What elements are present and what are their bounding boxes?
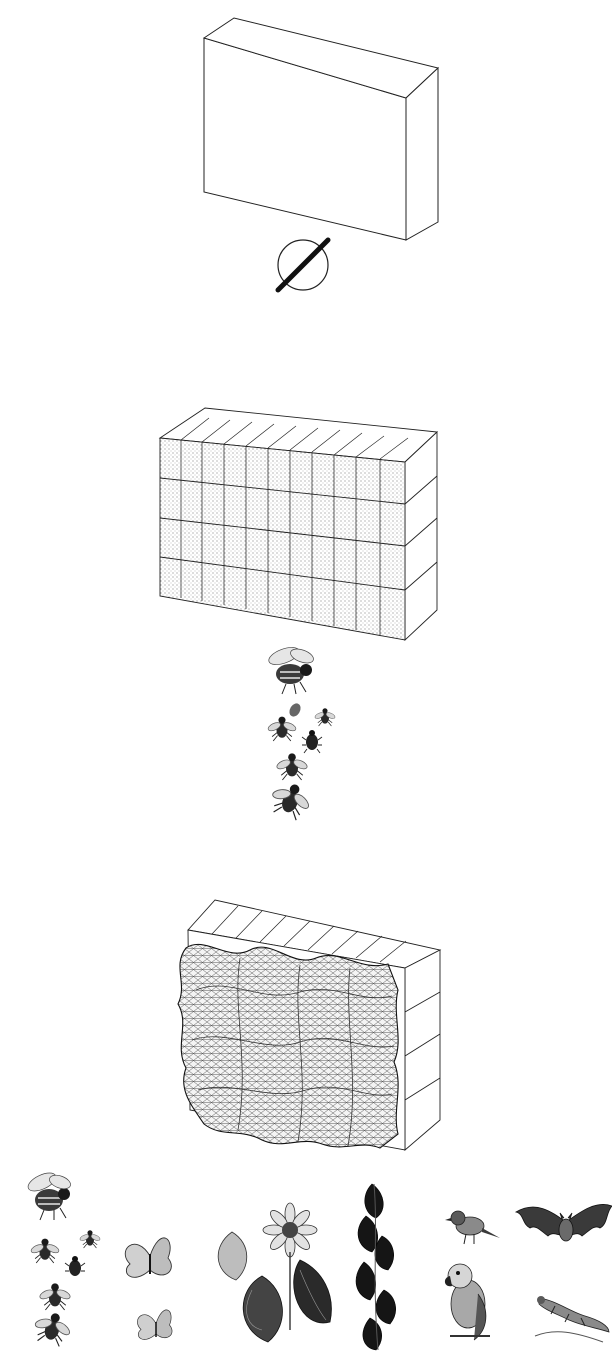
- leaf-bug-icon: [287, 701, 303, 718]
- lizard-icon: [535, 1296, 609, 1342]
- butterfly-small-icon: [137, 1310, 172, 1340]
- wasp-icon: [79, 1230, 101, 1248]
- butterfly-icon: [125, 1238, 171, 1277]
- fly-icon: [267, 717, 297, 741]
- bee-icon: [25, 1169, 72, 1220]
- leaf-vine-icon: [356, 1184, 396, 1350]
- housefly-icon: [39, 1283, 72, 1310]
- blowfly-icon: [30, 1309, 75, 1349]
- beetle-icon: [302, 730, 322, 753]
- bat-icon: [516, 1204, 612, 1241]
- blowfly-icon: [266, 778, 316, 823]
- empty-set-symbol: [278, 240, 328, 290]
- fly-icon: [30, 1239, 60, 1263]
- flower-icon: [263, 1203, 317, 1257]
- wasp-icon: [314, 708, 336, 726]
- housefly-icon: [276, 753, 309, 780]
- parrot-icon: [445, 1264, 490, 1340]
- sparrow-icon: [445, 1211, 500, 1244]
- beetle-icon: [65, 1256, 85, 1276]
- empty-box: [204, 18, 438, 240]
- overgrown-wall: [178, 900, 440, 1150]
- fauna-row: [25, 1169, 612, 1350]
- block-wall: [160, 408, 437, 640]
- bee-icon: [267, 644, 316, 694]
- insect-cluster: [266, 644, 336, 823]
